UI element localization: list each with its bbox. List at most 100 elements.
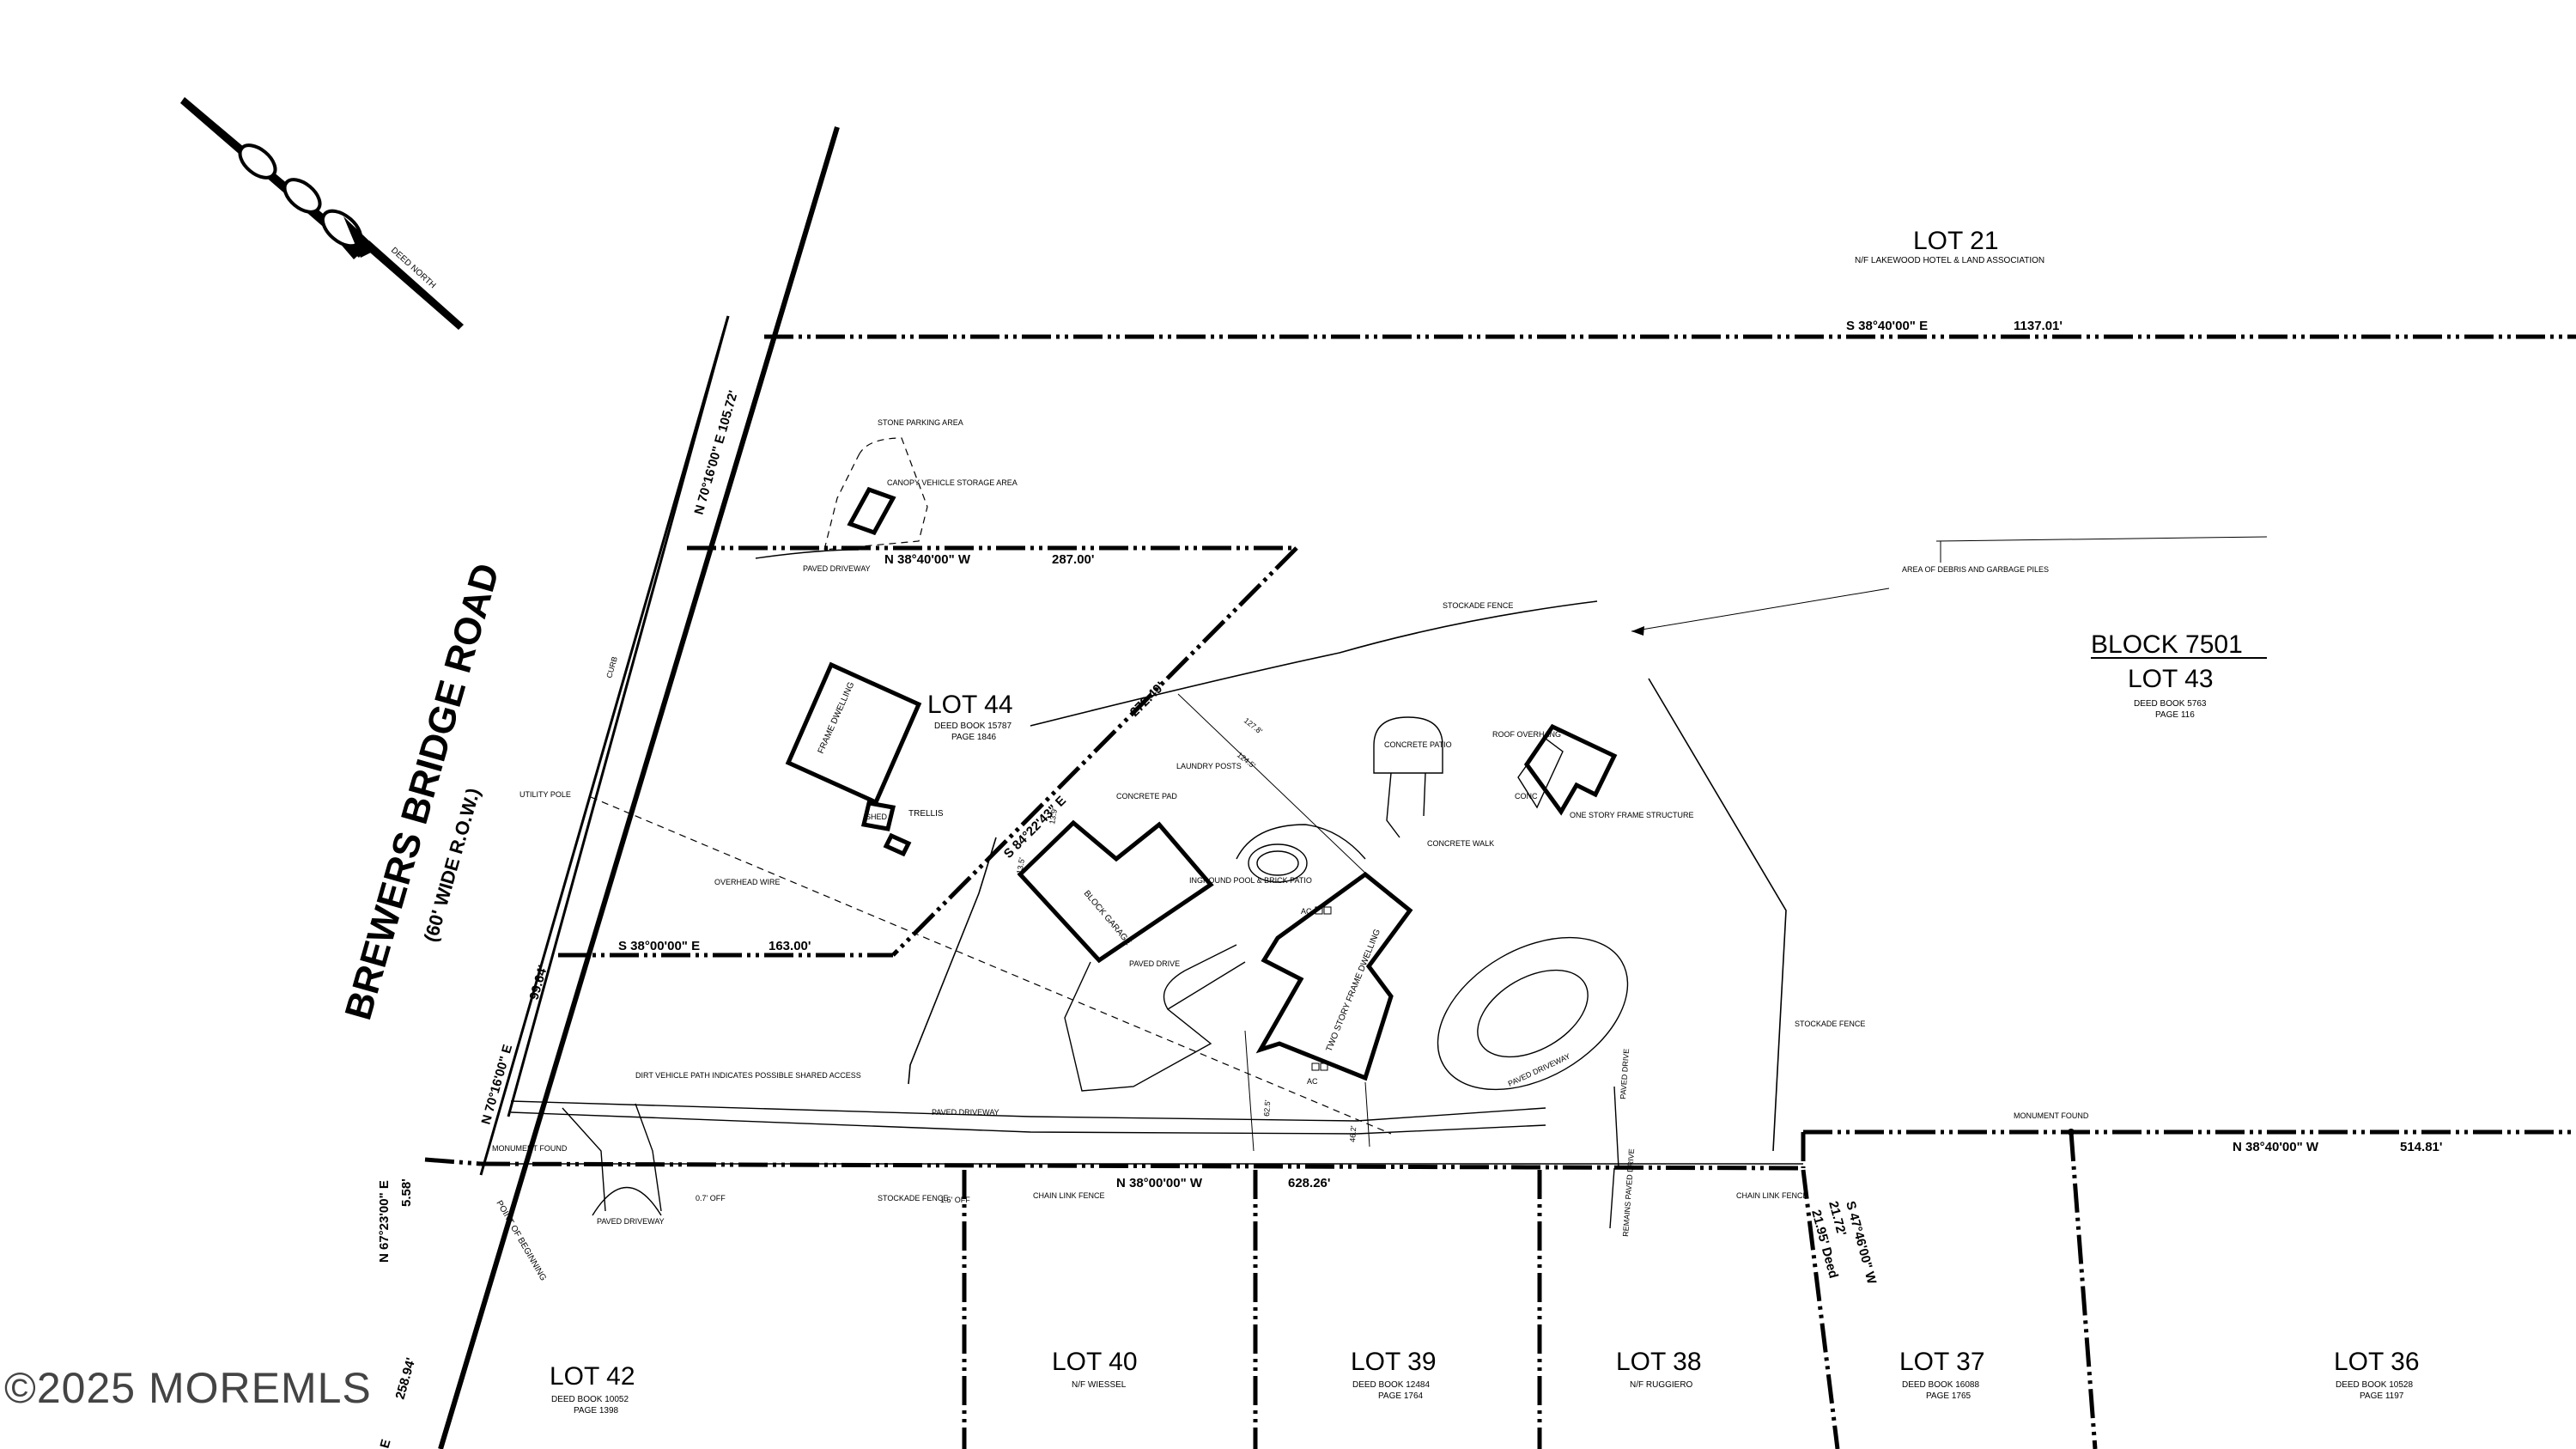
bearing-north-dist: 1137.01' (2014, 319, 2063, 333)
watermark: ©2025 MOREMLS (4, 1364, 372, 1412)
utility-pole-label: UTILITY POLE (519, 790, 571, 799)
canopy-label: CANOPY VEHICLE STORAGE AREA (887, 478, 1018, 487)
remains-paved-label: REMAINS PAVED DRIVE (1621, 1148, 1636, 1237)
block-garage-label: BLOCK GARAGE (1082, 889, 1133, 947)
bearing-north-dir: S 38°40'00" E (1846, 319, 1928, 333)
bearing-left-short: N 67°23'00" E (377, 1180, 392, 1263)
bearing-east-top-dir: N 38°40'00" W (2233, 1140, 2319, 1154)
lot39-page: PAGE 1764 (1378, 1391, 1424, 1401)
lot43-page: PAGE 116 (2155, 710, 2195, 720)
roof-overhang-label: ROOF OVERHANG (1492, 730, 1561, 739)
dim-135: 13.5' (1015, 856, 1026, 874)
lot44-page: PAGE 1846 (951, 733, 997, 742)
block-garage: BLOCK GARAGE (1017, 819, 1214, 964)
stone-parking-label: STONE PARKING AREA (878, 418, 963, 427)
one-story-structure: CONC ROOF OVERHANG ONE STORY FRAME STRUC… (1492, 723, 1694, 819)
lot21-owner: N/F LAKEWOOD HOTEL & LAND ASSOCIATION (1855, 256, 2044, 265)
monument-left-label: MONUMENT FOUND (492, 1144, 568, 1153)
frame-dwelling-label: FRAME DWELLING (817, 680, 857, 755)
dim-139: 13.9' (1048, 807, 1059, 825)
bearing-road-lower-dist: 99.64' (527, 964, 551, 1002)
bearing-left-bottom: 258.94' (393, 1356, 419, 1401)
bearing-south-dist: 628.26' (1288, 1176, 1330, 1190)
lot42-deed: DEED BOOK 10052 (551, 1395, 629, 1404)
frame-dwelling: FRAME DWELLING (785, 661, 922, 806)
lot38-owner: N/F RUGGIERO (1630, 1380, 1693, 1390)
overhead-wire (590, 796, 1392, 1135)
laundry-posts-label: LAUNDRY POSTS (1176, 762, 1242, 770)
dirt-path (562, 1103, 662, 1216)
bearing-east-short: S 47°46'00" W (1843, 1200, 1879, 1287)
monument-right-label: MONUMENT FOUND (2014, 1111, 2089, 1120)
property-lines (424, 334, 2576, 1449)
paved-drive-right-label: PAVED DRIVE (1619, 1048, 1631, 1099)
concrete-walk-label: CONCRETE WALK (1427, 839, 1494, 848)
conc-label: CONC (1515, 792, 1538, 801)
shed-label: SHED (866, 813, 888, 821)
lot37-deed: DEED BOOK 16088 (1902, 1380, 1979, 1390)
lot43-deed: DEED BOOK 5763 (2134, 699, 2207, 709)
dim-625: 62.5' (1262, 1099, 1272, 1117)
paved-driveway-top-label: PAVED DRIVEWAY (803, 564, 871, 573)
monument-right-marker (2068, 1129, 2075, 1135)
lot44-name: LOT 44 (927, 691, 1013, 719)
trellis-label: TRELLIS (908, 809, 944, 819)
bearing-lot44-bottom-dir: S 38°00'00" E (618, 939, 700, 953)
bearing-left-bottom-e: E (378, 1438, 394, 1449)
lot37-name: LOT 37 (1899, 1348, 1985, 1376)
bearing-east-top-dist: 514.81' (2400, 1140, 2442, 1154)
overhead-wire-label: OVERHEAD WIRE (714, 878, 781, 886)
concrete-patio-label: CONCRETE PATIO (1384, 740, 1452, 749)
lot39-deed: DEED BOOK 12484 (1352, 1380, 1430, 1390)
two-story-dwelling: TWO STORY FRAME DWELLING AC AC (1255, 871, 1413, 1086)
concrete-patio: CONCRETE PATIO (1373, 716, 1452, 838)
debris-arrow (1631, 536, 2268, 636)
bearing-road-upper: N 70°16'00" E 105.72' (692, 389, 742, 516)
lot43-block: BLOCK 7501 (2091, 630, 2243, 659)
stone-parking: STONE PARKING AREA CANOPY VEHICLE STORAG… (755, 418, 1018, 573)
one-story-label: ONE STORY FRAME STRUCTURE (1570, 811, 1694, 819)
pool-label: INGROUND POOL & BRICK PATIO (1189, 876, 1312, 885)
dim-127: 127.8' (1242, 716, 1264, 736)
bearing-lot44-top-dist: 287.00' (1052, 552, 1094, 567)
lot43-name: LOT 43 (2128, 665, 2214, 693)
bearing-lot44-diag-dist: 272.49' (1127, 679, 1168, 720)
two-story-label: TWO STORY FRAME DWELLING (1325, 928, 1383, 1053)
dimension-lines (1177, 693, 1392, 1152)
curb-label: CURB (605, 655, 619, 679)
bearing-lot44-diag: S 84°22'43" E (1001, 794, 1069, 861)
ac-label-1: AC (1301, 907, 1312, 916)
bearing-lot44-top-dir: N 38°40'00" W (884, 552, 971, 567)
dim-462: 46.2' (1348, 1125, 1358, 1142)
off-2-label: 1.5' OFF (940, 1196, 970, 1204)
bearing-lot44-bottom-dist: 163.00' (769, 939, 811, 953)
lot39-name: LOT 39 (1351, 1348, 1437, 1376)
stockade-right-label: STOCKADE FENCE (1795, 1020, 1865, 1028)
chain-link-1-label: CHAIN LINK FENCE (1033, 1191, 1105, 1200)
lot36-name: LOT 36 (2334, 1348, 2420, 1376)
dirt-path-label: DIRT VEHICLE PATH INDICATES POSSIBLE SHA… (635, 1071, 861, 1080)
north-arrow-icon: DEED NORTH (180, 97, 464, 330)
lot42-page: PAGE 1398 (574, 1406, 619, 1416)
lot21-name: LOT 21 (1913, 227, 1999, 255)
bearing-south-dir: N 38°00'00" W (1116, 1176, 1203, 1190)
fence-lines (481, 600, 1803, 1165)
lot37-page: PAGE 1765 (1926, 1391, 1971, 1401)
inground-pool: INGROUND POOL & BRICK PATIO (1189, 824, 1366, 885)
lot44-deed: DEED BOOK 15787 (934, 721, 1012, 731)
paved-driveway-bottom-label: PAVED DRIVEWAY (597, 1217, 665, 1226)
off-1-label: 0.7' OFF (696, 1194, 726, 1202)
lot40-owner: N/F WIESSEL (1072, 1380, 1127, 1390)
lot38-name: LOT 38 (1616, 1348, 1702, 1376)
lot36-deed: DEED BOOK 10528 (2336, 1380, 2413, 1390)
paved-driveway-mid-label: PAVED DRIVEWAY (932, 1108, 999, 1117)
driveways (510, 936, 1629, 1229)
debris-label: AREA OF DEBRIS AND GARBAGE PILES (1902, 565, 2049, 574)
stockade-top-label: STOCKADE FENCE (1443, 601, 1513, 610)
lot36-page: PAGE 1197 (2360, 1391, 2404, 1401)
ac-label-2: AC (1307, 1077, 1318, 1086)
chain-link-2-label: CHAIN LINK FENCE (1736, 1191, 1808, 1200)
bearing-left-short-dist: 5.58' (399, 1178, 414, 1207)
paved-drive-label: PAVED DRIVE (1129, 959, 1180, 968)
